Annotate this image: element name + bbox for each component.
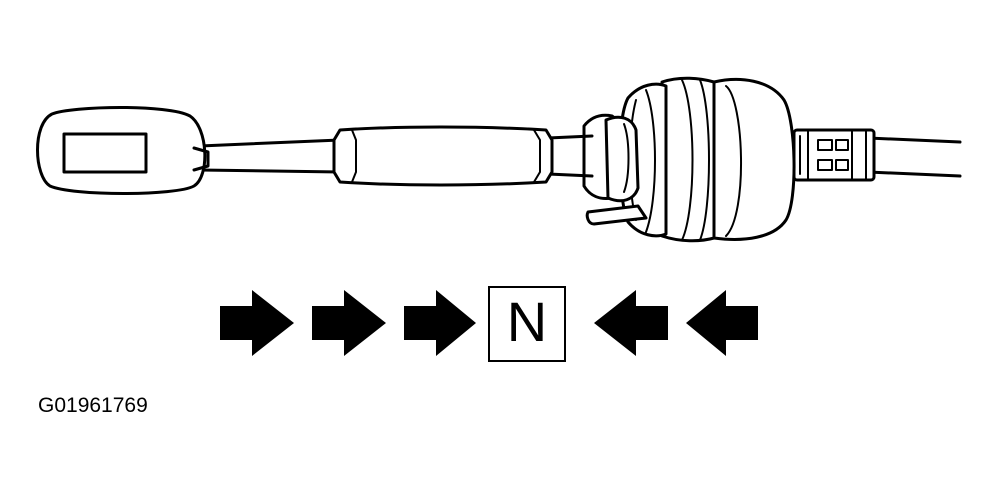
arrow-right-icon (220, 290, 294, 356)
inner-collar (582, 113, 640, 203)
slotted-retainer (792, 128, 876, 182)
arrow-left-icon (594, 290, 668, 356)
figure-code: G01961769 (38, 394, 148, 417)
neutral-indicator: N (488, 286, 566, 362)
arrow-left-icon (686, 290, 758, 356)
cable-right (866, 136, 962, 178)
cable-rod (198, 134, 594, 178)
neutral-letter: N (507, 290, 547, 353)
arrow-right-icon (404, 290, 476, 356)
arrow-right-icon (312, 290, 386, 356)
direction-arrows (220, 290, 758, 356)
cable-eyelet-end (36, 106, 210, 195)
cable-sleeve (332, 125, 554, 187)
locking-tab (585, 204, 648, 226)
